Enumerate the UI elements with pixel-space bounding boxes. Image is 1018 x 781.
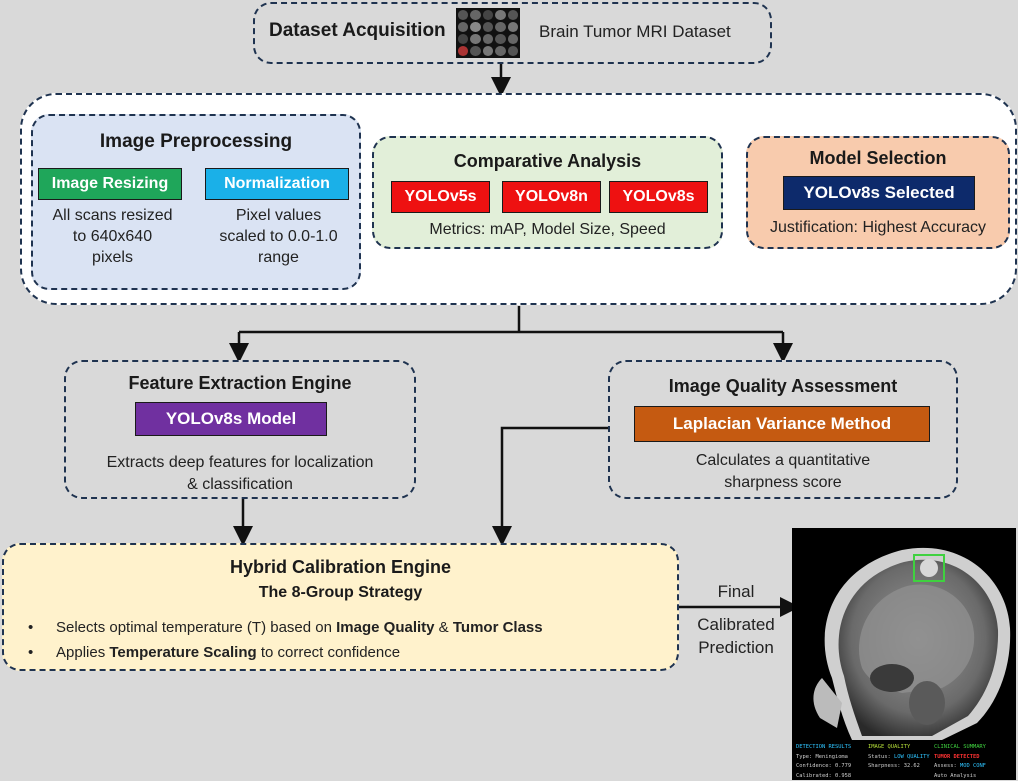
yolov8s-selected-chip: YOLOv8s Selected xyxy=(783,176,975,210)
normalization-chip: Normalization xyxy=(205,168,349,200)
hybrid-calibration-subtitle: The 8-Group Strategy xyxy=(258,584,423,601)
mri-result-image: DETECTION RESULTS Type: Meningioma Confi… xyxy=(792,528,1016,780)
quality-caption: Calculates a quantitative sharpness scor… xyxy=(695,452,871,492)
bullet-2: •Applies Temperature Scaling to correct … xyxy=(28,644,401,661)
image-quality-title: Image Quality Assessment xyxy=(668,376,898,396)
calibration-bullets: •Selects optimal temperature (T) based o… xyxy=(28,615,543,665)
dataset-name: Brain Tumor MRI Dataset xyxy=(539,22,731,41)
feature-extraction-title: Feature Extraction Engine xyxy=(128,373,352,393)
dataset-acquisition-title: Dataset Acquisition xyxy=(269,20,446,41)
justification-caption: Justification: Highest Accuracy xyxy=(769,219,987,236)
dataset-acquisition-box: Dataset Acquisition Brain Tumor MRI Data… xyxy=(253,2,772,64)
result-footer: DETECTION RESULTS Type: Meningioma Confi… xyxy=(792,740,1016,780)
resize-caption: All scans resized to 640x640 pixels xyxy=(52,207,173,266)
image-quality-results: IMAGE QUALITY Status: LOW QUALITY Sharpn… xyxy=(868,744,930,769)
normalization-caption: Pixel values scaled to 0.0-1.0 range xyxy=(219,207,338,266)
metrics-caption: Metrics: mAP, Model Size, Speed xyxy=(429,221,666,238)
hybrid-calibration-title: Hybrid Calibration Engine xyxy=(229,557,452,577)
feature-caption: Extracts deep features for localization … xyxy=(106,454,374,494)
image-preprocessing-title: Image Preprocessing xyxy=(99,131,293,152)
brain-mri-scan xyxy=(813,547,1011,740)
laplacian-method-chip: Laplacian Variance Method xyxy=(634,406,930,442)
comparative-analysis-title: Comparative Analysis xyxy=(453,151,642,171)
image-resizing-chip: Image Resizing xyxy=(38,168,182,200)
bullet-1: •Selects optimal temperature (T) based o… xyxy=(28,619,543,636)
final-label-top: Final xyxy=(717,582,755,601)
yolov8n-chip: YOLOv8n xyxy=(502,181,601,213)
yolov8s-model-chip: YOLOv8s Model xyxy=(135,402,327,436)
mri-grid-icon xyxy=(456,8,520,58)
image-preprocessing-box: Image Preprocessing xyxy=(31,114,361,290)
yolov5s-chip: YOLOv5s xyxy=(391,181,490,213)
final-label-bottom: Calibrated Prediction xyxy=(697,615,775,657)
yolov8s-chip: YOLOv8s xyxy=(609,181,708,213)
hybrid-calibration-box: Hybrid Calibration Engine The 8-Group St… xyxy=(2,543,679,671)
clinical-summary: CLINICAL SUMMARY TUMOR DETECTED Assess: … xyxy=(934,744,986,779)
detection-results: DETECTION RESULTS Type: Meningioma Confi… xyxy=(796,744,852,779)
model-selection-title: Model Selection xyxy=(809,148,947,168)
